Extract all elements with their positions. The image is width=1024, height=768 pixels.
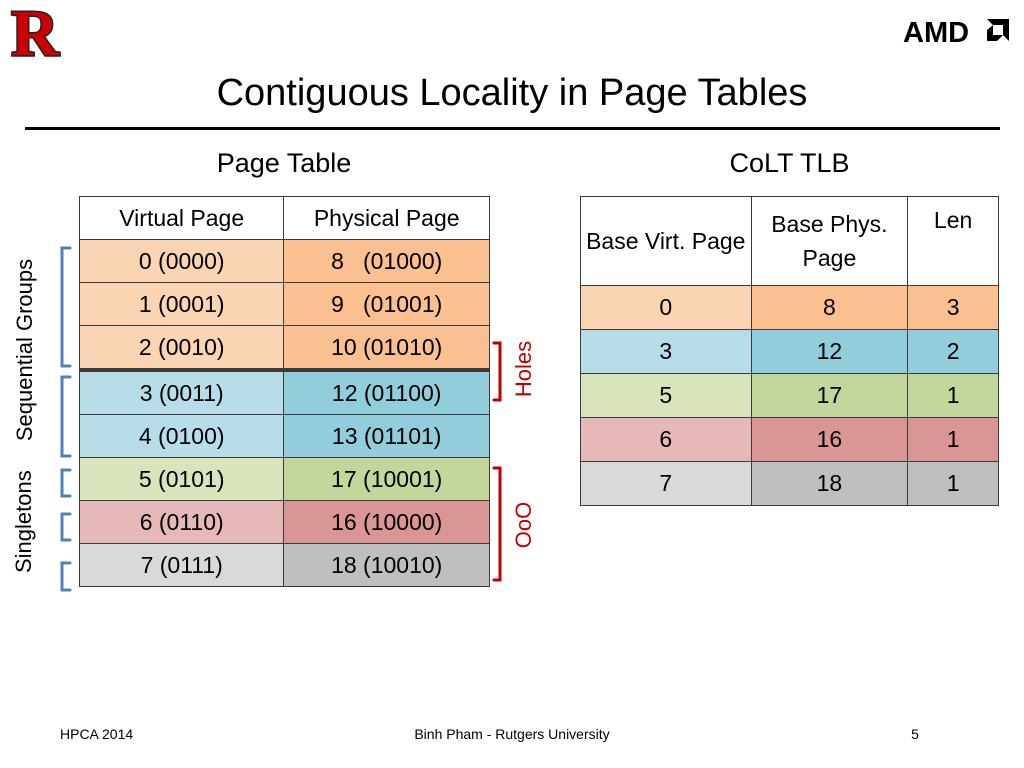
table-row: 6 16 1 xyxy=(580,417,999,462)
holes-bracket xyxy=(492,341,502,402)
slide-title: Contiguous Locality in Page Tables xyxy=(216,72,808,114)
sequential-group-2-bracket xyxy=(60,375,72,458)
page-table-caption: Page Table xyxy=(216,148,352,178)
table-row: 7 (0111) 18 (10010) xyxy=(78,543,490,587)
singletons-label: Singletons xyxy=(11,470,36,573)
virtual-page-cell: 0 (0000) xyxy=(78,239,285,283)
virtual-page-cell: 3 (0011) xyxy=(78,369,285,415)
len-cell: 1 xyxy=(907,373,999,418)
ooo-label: OoO xyxy=(511,501,536,549)
amd-logo-text: AMD xyxy=(903,17,969,46)
base-virt-cell: 5 xyxy=(580,373,752,418)
table-row: 5 17 1 xyxy=(580,373,999,418)
physical-page-cell: 17 (10001) xyxy=(283,457,490,501)
len-cell: 1 xyxy=(907,417,999,462)
base-phys-cell: 16 xyxy=(750,417,909,462)
base-virt-cell: 7 xyxy=(580,461,752,506)
table-row: 7 18 1 xyxy=(580,461,999,506)
singleton-bracket-6 xyxy=(60,512,72,542)
virtual-page-cell: 5 (0101) xyxy=(78,457,285,501)
virtual-page-cell: 7 (0111) xyxy=(78,543,285,587)
ooo-bracket xyxy=(492,466,502,582)
base-virt-cell: 3 xyxy=(580,329,752,374)
physical-page-cell: 10 (01010) xyxy=(283,325,490,372)
virtual-page-cell: 6 (0110) xyxy=(78,500,285,544)
footer-conference: HPCA 2014 xyxy=(60,726,134,742)
colt-tlb-caption: CoLT TLB xyxy=(729,148,850,178)
physical-page-cell: 8 (01000) xyxy=(283,239,490,283)
table-row: 5 (0101) 17 (10001) xyxy=(78,457,490,501)
rutgers-r-logo: R xyxy=(10,0,62,64)
sequential-group-1-bracket xyxy=(60,246,72,368)
header-physical-page: Physical Page xyxy=(283,196,490,240)
header-len: Len xyxy=(907,196,999,286)
amd-logo: AMD xyxy=(903,16,1011,49)
virtual-page-cell: 2 (0010) xyxy=(78,325,285,372)
table-row: 1 (0001) 9 (01001) xyxy=(78,282,490,326)
page-table: Virtual Page Physical Page 0 (0000) 8 (0… xyxy=(78,196,490,587)
table-header-row: Virtual Page Physical Page xyxy=(78,196,490,240)
holes-label: Holes xyxy=(511,340,536,398)
header-virtual-page: Virtual Page xyxy=(78,196,285,240)
table-row: 2 (0010) 10 (01010) xyxy=(78,325,490,372)
table-header-row: Base Virt. Page Base Phys. Page Len xyxy=(580,196,999,286)
base-virt-cell: 0 xyxy=(580,285,752,330)
len-cell: 3 xyxy=(907,285,999,330)
singleton-bracket-5 xyxy=(60,468,72,498)
len-cell: 2 xyxy=(907,329,999,374)
virtual-page-cell: 1 (0001) xyxy=(78,282,285,326)
header-base-phys-page: Base Phys. Page xyxy=(750,196,909,286)
physical-page-cell: 9 (01001) xyxy=(283,282,490,326)
base-phys-cell: 18 xyxy=(750,461,909,506)
base-phys-cell: 12 xyxy=(750,329,909,374)
base-virt-cell: 6 xyxy=(580,417,752,462)
physical-page-cell: 12 (01100) xyxy=(283,369,490,415)
title-divider xyxy=(25,127,1000,130)
colt-tlb-table: Base Virt. Page Base Phys. Page Len 0 8 … xyxy=(580,196,999,506)
table-row: 0 (0000) 8 (01000) xyxy=(78,239,490,283)
len-cell: 1 xyxy=(907,461,999,506)
base-phys-cell: 17 xyxy=(750,373,909,418)
table-row: 3 (0011) 12 (01100) xyxy=(78,369,490,415)
table-row: 6 (0110) 16 (10000) xyxy=(78,500,490,544)
singleton-bracket-7 xyxy=(60,561,72,592)
sequential-groups-label: Sequential Groups xyxy=(12,258,37,442)
footer-page-number: 5 xyxy=(911,726,919,742)
physical-page-cell: 16 (10000) xyxy=(283,500,490,544)
svg-text:R: R xyxy=(11,0,60,64)
table-row: 4 (0100) 13 (01101) xyxy=(78,414,490,458)
physical-page-cell: 13 (01101) xyxy=(283,414,490,458)
physical-page-cell: 18 (10010) xyxy=(283,543,490,587)
footer-author: Binh Pham - Rutgers University xyxy=(414,726,610,742)
virtual-page-cell: 4 (0100) xyxy=(78,414,285,458)
header-base-virt-page: Base Virt. Page xyxy=(580,196,752,286)
base-phys-cell: 8 xyxy=(750,285,909,330)
table-row: 0 8 3 xyxy=(580,285,999,330)
table-row: 3 12 2 xyxy=(580,329,999,374)
